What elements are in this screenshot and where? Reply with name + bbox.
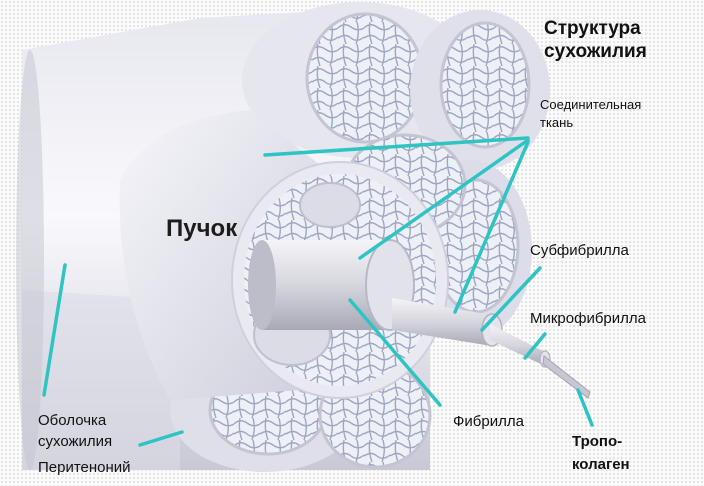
label-fibril: Фибрилла: [453, 413, 524, 430]
label-bundle: Пучок: [166, 215, 237, 243]
label-peritenon: Перитеноний: [38, 459, 131, 476]
label-microfibril: Микрофибрилла: [530, 310, 646, 327]
microfibril-rod: [490, 324, 550, 367]
fibril-cylinder: [248, 240, 414, 330]
label-connective-tissue-line2: ткань: [540, 116, 573, 131]
label-tropocollagen-line2: колаген: [572, 456, 630, 473]
label-tropocollagen-line1: Тропо-: [572, 433, 622, 450]
label-tendon-sheath-line2: сухожилия: [38, 433, 112, 450]
label-connective-tissue-line1: Соединительная: [540, 98, 641, 113]
label-subfibril: Субфибрилла: [530, 242, 629, 259]
label-tendon-sheath-line1: Оболочка: [38, 412, 106, 429]
tropocollagen-rod: [543, 356, 590, 398]
diagram-title-line2: сухожилия: [544, 41, 647, 63]
diagram-title-line1: Структура: [544, 18, 641, 40]
